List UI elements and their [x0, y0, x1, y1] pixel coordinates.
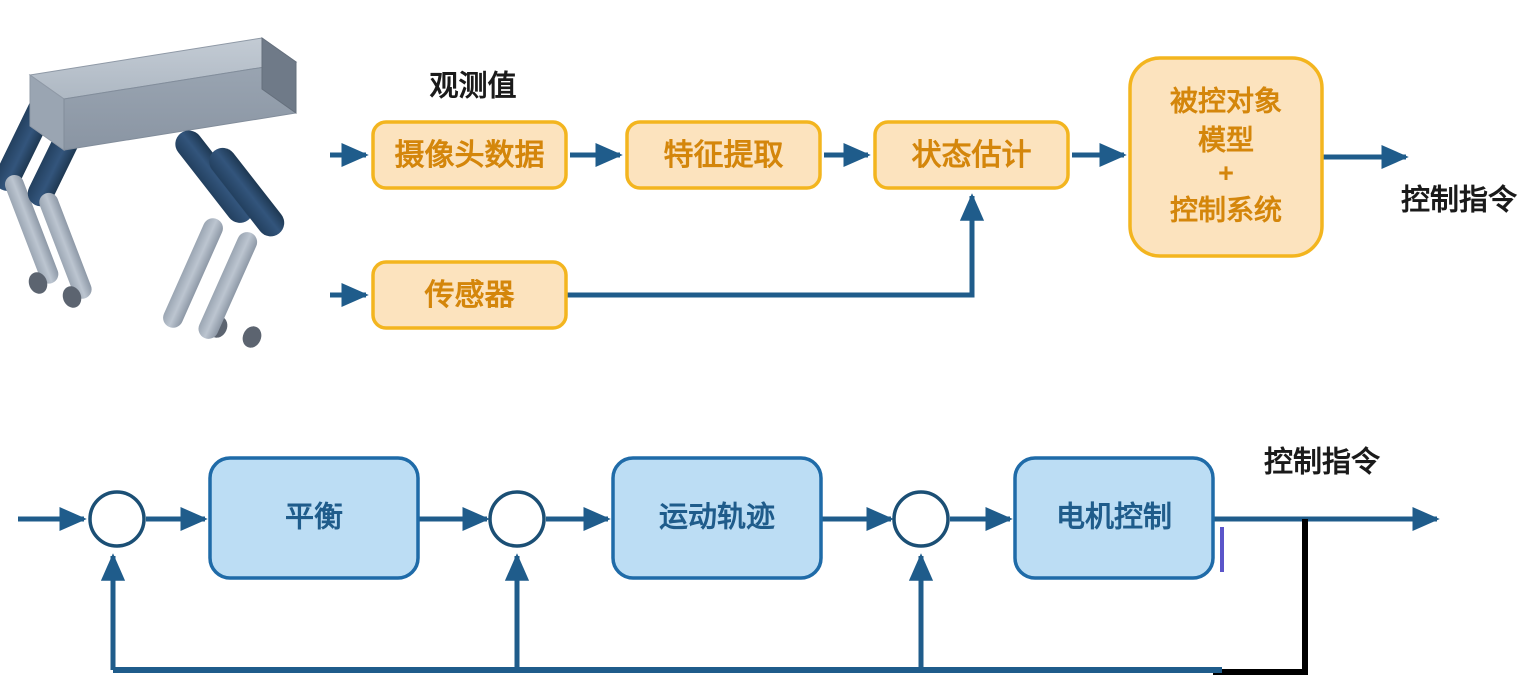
summing-junction-1[interactable]: [88, 490, 146, 548]
output-tap-line-black: [1213, 519, 1308, 675]
block-trajectory-label: 运动轨迹: [659, 500, 775, 534]
arrow-sensor-feedback: [566, 193, 985, 298]
block-plant-and-control[interactable]: 被控对象 模型 + 控制系统: [1128, 56, 1324, 258]
block-balance[interactable]: 平衡: [208, 456, 420, 580]
quadruped-robot-render: [0, 37, 298, 348]
block-sensor-label: 传感器: [424, 279, 516, 312]
block-balance-label: 平衡: [285, 501, 343, 534]
block-camera[interactable]: 摄像头数据: [371, 120, 568, 190]
block-camera-label: 摄像头数据: [395, 139, 545, 172]
block-feature-extraction-label: 特征提取: [664, 139, 784, 172]
plant-label-line4: 控制系统: [1170, 193, 1282, 225]
plant-label-line1: 被控对象: [1170, 84, 1282, 116]
block-state-estimation-label: 状态估计: [912, 139, 1032, 172]
summing-junction-3[interactable]: [892, 490, 950, 548]
block-state-estimation[interactable]: 状态估计: [873, 120, 1070, 190]
summing-junction-2[interactable]: [488, 490, 546, 548]
block-sensor-shape[interactable]: [371, 260, 568, 330]
plant-label-line2: 模型: [1198, 124, 1254, 155]
robot-body: [28, 37, 298, 151]
block-motor-control-shape[interactable]: [1013, 456, 1215, 580]
block-feature-extraction[interactable]: 特征提取: [625, 120, 822, 190]
block-state-estimation-shape[interactable]: [873, 120, 1070, 190]
robot-leg-front-right: [198, 147, 285, 348]
top-output-label: 控制指令: [1401, 183, 1518, 217]
block-sensor[interactable]: 传感器: [371, 260, 568, 330]
bottom-output-label: 控制指令: [1264, 445, 1381, 479]
block-camera-shape[interactable]: [371, 120, 568, 190]
block-trajectory[interactable]: 运动轨迹: [611, 456, 823, 580]
observation-label: 观测值: [429, 70, 516, 103]
block-motor-control-label: 电机控制: [1056, 501, 1172, 534]
block-plant-and-control-shape[interactable]: [1128, 56, 1324, 258]
block-balance-shape[interactable]: [208, 456, 420, 580]
block-motor-control[interactable]: 电机控制: [1013, 456, 1215, 580]
block-trajectory-shape[interactable]: [611, 456, 823, 580]
plant-label-plus: +: [1218, 158, 1234, 188]
block-feature-extraction-shape[interactable]: [625, 120, 822, 190]
